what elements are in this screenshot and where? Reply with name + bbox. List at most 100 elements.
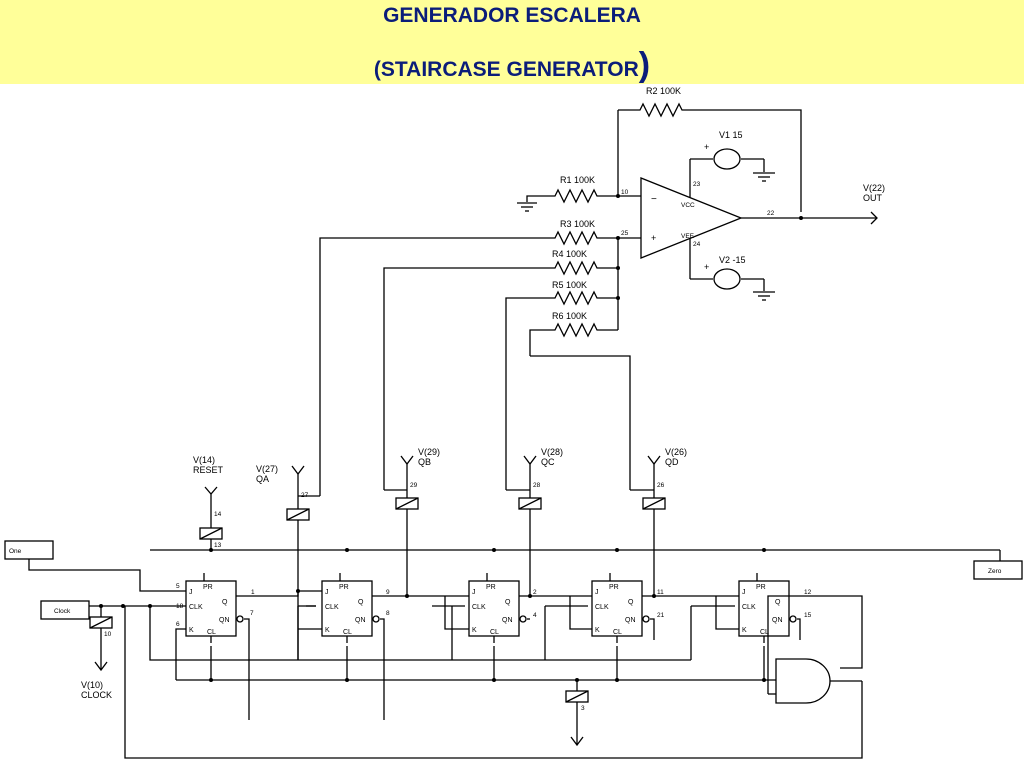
- one-source-label: One: [9, 548, 22, 555]
- svg-text:PR: PR: [339, 584, 349, 591]
- node-18: 18: [176, 603, 184, 610]
- reset-bus-probe: 3: [565, 680, 589, 747]
- clock-probe-label: V(10): [81, 680, 103, 690]
- pin-14: 14: [214, 511, 222, 518]
- svg-text:PR: PR: [756, 584, 766, 591]
- svg-text:J: J: [189, 589, 193, 596]
- node-7: 7: [250, 610, 254, 617]
- flipflop-4: PR J CLK K Q QN CL: [591, 572, 650, 644]
- pin-29: 29: [410, 482, 418, 489]
- svg-text:Q: Q: [505, 599, 511, 606]
- r1-label: R1 100K: [560, 175, 595, 185]
- svg-text:K: K: [595, 627, 600, 634]
- node-4: 4: [533, 612, 537, 619]
- svg-text:J: J: [325, 589, 329, 596]
- svg-text:PR: PR: [486, 584, 496, 591]
- reset-probe-label: V(14): [193, 455, 215, 465]
- flipflop-3: PR J CLK K Q QN CL: [468, 572, 527, 644]
- svg-text:+: +: [704, 262, 709, 272]
- v2-label: V2 -15: [719, 255, 746, 265]
- flipflop-1: PR J CLK K Q QN CL: [185, 572, 244, 644]
- title-line-2-text: (STAIRCASE GENERATOR: [373, 58, 639, 81]
- clock-source-label: Clock: [54, 608, 71, 615]
- node-22: 22: [767, 210, 775, 217]
- v1-ground-icon: [753, 172, 775, 182]
- qb-probe-label: V(29): [418, 447, 440, 457]
- svg-text:CLK: CLK: [325, 604, 339, 611]
- qc-probe-name: QC: [541, 457, 555, 467]
- svg-text:CLK: CLK: [742, 604, 756, 611]
- svg-text:Q: Q: [628, 599, 634, 606]
- svg-text:K: K: [325, 627, 330, 634]
- zero-source-label: Zero: [988, 568, 1002, 575]
- node-21: 21: [657, 612, 665, 619]
- reset-probe: 14 13 V(14) RESET: [193, 455, 224, 550]
- svg-text:Q: Q: [222, 599, 228, 606]
- node-24: 24: [693, 241, 701, 248]
- pin-clock-10: 10: [104, 631, 112, 638]
- schematic-diagram: R2 100K R1 100K 10 − + VCC VEE 23 24 22 …: [4, 86, 1023, 759]
- svg-text:CLK: CLK: [189, 604, 203, 611]
- r3-label: R3 100K: [560, 219, 595, 229]
- opamp: − + VCC VEE 23 24: [640, 159, 743, 279]
- svg-text:CLK: CLK: [595, 604, 609, 611]
- opamp-minus: −: [651, 194, 657, 205]
- qb-probe-name: QB: [418, 457, 431, 467]
- v1-label: V1 15: [719, 130, 743, 140]
- node-10: 10: [621, 189, 629, 196]
- title-close-paren: ): [638, 46, 651, 84]
- flipflop-2: PR J CLK K Q QN CL: [321, 572, 380, 644]
- r3-resistor: R3 100K: [319, 219, 618, 496]
- flipflop-5: PR J CLK K Q QN CL: [738, 572, 797, 644]
- node-6: 6: [176, 621, 180, 628]
- node-25: 25: [621, 230, 629, 237]
- r6-label: R6 100K: [552, 311, 587, 321]
- svg-text:CL: CL: [613, 629, 622, 636]
- v1-source: + V1 15: [690, 130, 765, 172]
- v2-source: + V2 -15: [690, 255, 765, 291]
- svg-text:PR: PR: [609, 584, 619, 591]
- qa-probe-name: QA: [256, 474, 269, 484]
- svg-text:Q: Q: [358, 599, 364, 606]
- node-1: 1: [251, 589, 255, 596]
- title-band: GENERADOR ESCALERA (STAIRCASE GENERATOR): [0, 0, 1024, 84]
- title-line-1: GENERADOR ESCALERA: [383, 4, 641, 27]
- svg-text:QN: QN: [355, 617, 366, 624]
- r5-resistor: R5 100K: [505, 280, 618, 490]
- svg-text:J: J: [472, 589, 476, 596]
- out-probe-name: OUT: [863, 193, 883, 203]
- r2-resistor: R2 100K: [618, 86, 802, 212]
- title-line-2: (STAIRCASE GENERATOR): [0, 46, 1024, 85]
- opamp-plus: +: [651, 233, 656, 243]
- svg-text:J: J: [595, 589, 599, 596]
- r1-resistor: R1 100K: [526, 175, 641, 204]
- pin-28: 28: [533, 482, 541, 489]
- svg-text:K: K: [472, 627, 477, 634]
- opamp-vee-label: VEE: [681, 233, 695, 240]
- svg-text:QN: QN: [772, 617, 783, 624]
- r1-ground-icon: [517, 202, 537, 212]
- v2-ground-icon: [753, 291, 775, 301]
- node-5: 5: [176, 583, 180, 590]
- node-8: 8: [386, 610, 390, 617]
- qd-probe-label: V(26): [665, 447, 687, 457]
- node-11: 11: [657, 589, 664, 596]
- qd-probe-name: QD: [665, 457, 679, 467]
- r2-label: R2 100K: [646, 86, 681, 96]
- out-probe-icon: [870, 211, 878, 225]
- svg-text:Q: Q: [775, 599, 781, 606]
- qa-probe-label: V(27): [256, 464, 278, 474]
- r5-label: R5 100K: [552, 280, 587, 290]
- reset-probe-name: RESET: [193, 465, 224, 475]
- svg-text:CL: CL: [207, 629, 216, 636]
- qa-probe: 27 V(27) QA: [256, 464, 310, 591]
- svg-text:CL: CL: [760, 629, 769, 636]
- svg-text:CL: CL: [343, 629, 352, 636]
- opamp-vcc-label: VCC: [681, 202, 695, 209]
- svg-text:+: +: [704, 142, 709, 152]
- one-source: One: [4, 540, 186, 592]
- pin-26: 26: [657, 482, 665, 489]
- node-12: 12: [804, 589, 812, 596]
- svg-text:CLK: CLK: [472, 604, 486, 611]
- svg-text:CL: CL: [490, 629, 499, 636]
